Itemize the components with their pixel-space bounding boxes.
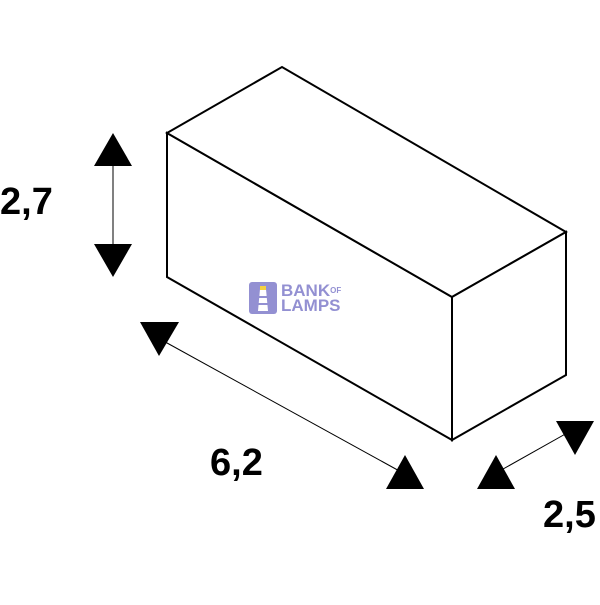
depth-dimension-line	[495, 427, 577, 474]
watermark-line2: LAMPS	[281, 296, 341, 315]
lighthouse-icon	[249, 282, 277, 314]
length-dimension-line	[157, 337, 404, 474]
length-label: 6,2	[210, 442, 263, 484]
height-arrow-up	[94, 133, 132, 166]
box-side-face	[451, 230, 567, 442]
length-arrow-end	[386, 455, 424, 489]
watermark-logo: BANKOF LAMPS	[249, 282, 341, 314]
depth-arrow-end	[556, 421, 594, 455]
length-arrow-start	[140, 322, 179, 356]
depth-label: 2,5	[543, 494, 596, 536]
height-arrow-down	[94, 244, 132, 277]
height-label: 2,7	[0, 181, 53, 223]
watermark-of: OF	[330, 286, 342, 295]
depth-arrow-start	[477, 455, 515, 489]
watermark-line1: BANK	[281, 281, 331, 300]
watermark-text: BANKOF LAMPS	[281, 281, 342, 315]
